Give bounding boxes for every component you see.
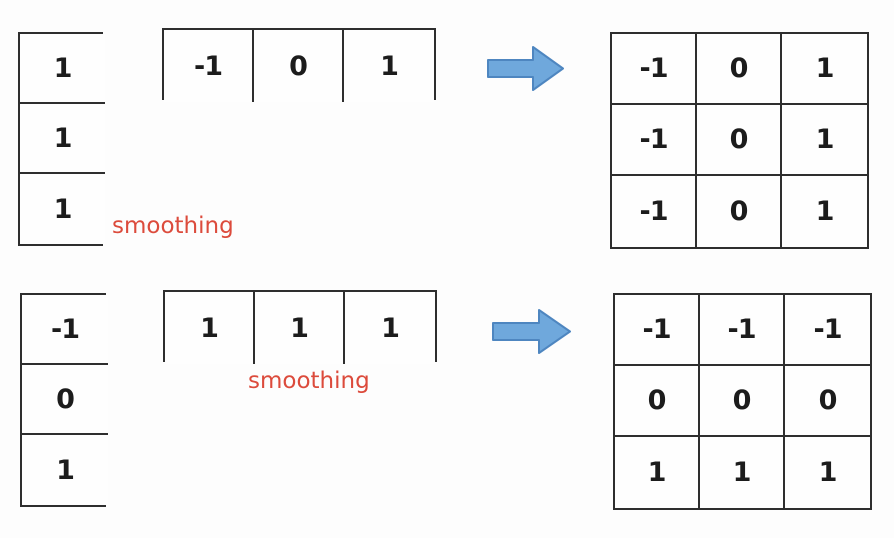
matrix-cell: 0 [615,366,700,437]
result-matrix-1: -1 0 1 -1 0 1 -1 0 1 [610,32,869,249]
kernel-cell: 1 [165,292,255,364]
kernel-cell: 1 [20,174,105,244]
matrix-cell: 1 [782,176,867,247]
matrix-cell: -1 [615,295,700,366]
matrix-cell: -1 [612,105,697,176]
kernel-cell: 0 [254,30,344,102]
kernel-cell: 1 [20,34,105,104]
matrix-cell: 1 [615,437,700,508]
matrix-cell: 1 [700,437,785,508]
column-kernel-2: -1 0 1 [20,293,108,507]
matrix-cell: 1 [782,34,867,105]
right-arrow-shape [492,309,571,354]
row-kernel-2: 1 1 1 [163,290,437,364]
matrix-cell: 0 [697,176,782,247]
kernel-cell: 1 [255,292,345,364]
matrix-cell: -1 [785,295,870,366]
right-arrow-shape [487,46,564,91]
right-arrow-icon [491,307,573,361]
kernel-cell: -1 [164,30,254,102]
matrix-cell: 1 [782,105,867,176]
kernel-cell: 1 [20,104,105,174]
kernel-cell: 1 [345,292,435,364]
right-arrow-icon [486,44,566,98]
matrix-cell: 0 [700,366,785,437]
matrix-cell: -1 [612,176,697,247]
matrix-cell: -1 [700,295,785,366]
matrix-cell: 1 [785,437,870,508]
column-kernel-1: 1 1 1 [18,32,105,246]
matrix-cell: -1 [612,34,697,105]
kernel-cell: 1 [22,435,108,505]
smoothing-label-1: smoothing [112,213,234,239]
matrix-cell: 0 [785,366,870,437]
kernel-cell: 1 [344,30,434,102]
kernel-cell: -1 [22,295,108,365]
row-kernel-1: -1 0 1 [162,28,436,102]
smoothing-label-2: smoothing [248,368,370,394]
matrix-cell: 0 [697,105,782,176]
matrix-cell: 0 [697,34,782,105]
kernel-cell: 0 [22,365,108,435]
result-matrix-2: -1 -1 -1 0 0 0 1 1 1 [613,293,872,510]
